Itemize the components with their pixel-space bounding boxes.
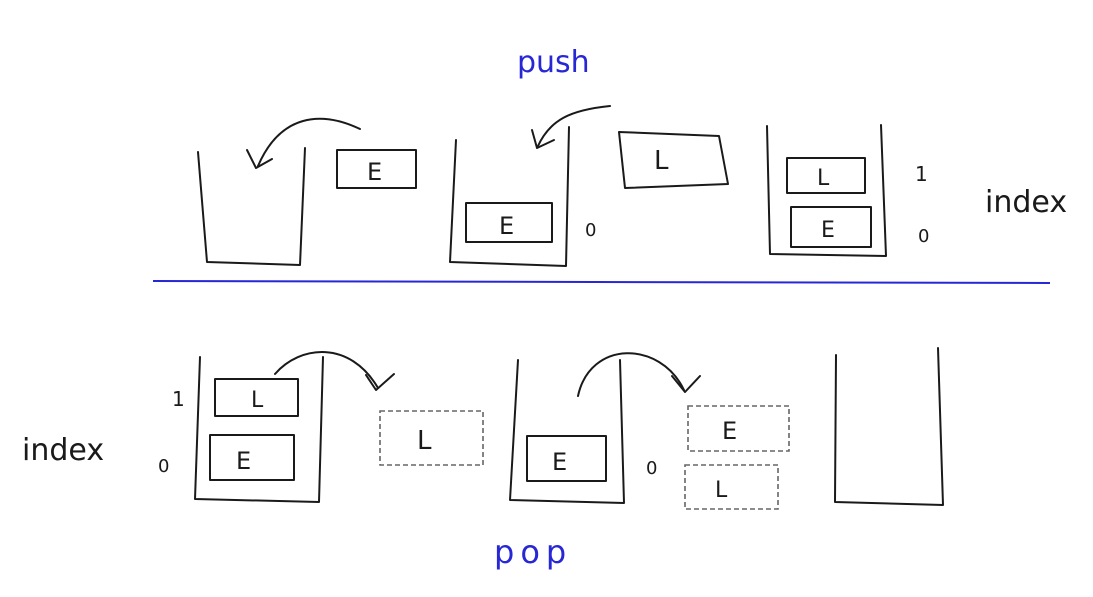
- push-incoming-element-e-label: E: [367, 158, 382, 186]
- pop-stack-2-index-0: 0: [646, 458, 657, 479]
- push-stack-2-element-e-label: E: [499, 212, 514, 240]
- push-stack-3: [766, 124, 887, 257]
- pop-stack-1: [194, 356, 324, 503]
- pop-stack-2-element-e: [526, 435, 607, 482]
- push-stack-2: [449, 126, 570, 267]
- push-title: push: [517, 45, 590, 80]
- pop-arrow-1-head: [365, 373, 395, 391]
- pop-stack-2-element-e-label: E: [552, 448, 567, 476]
- pop-removed-element-l: [379, 410, 484, 466]
- push-index-label: index: [985, 185, 1067, 220]
- pop-stack-2: [509, 359, 625, 504]
- push-stack-3-element-l-label: L: [817, 166, 830, 191]
- push-incoming-element-e: [336, 149, 417, 189]
- pop-stack-1-element-e: [209, 434, 295, 481]
- pop-title: pop: [494, 533, 572, 571]
- pop-stack-1-index-1: 1: [172, 387, 185, 411]
- push-arrow-2-head: [531, 129, 555, 149]
- push-stack-2-element-e: [465, 202, 553, 243]
- push-stack-2-index-0: 0: [585, 220, 596, 241]
- pop-stack-1-element-l: [214, 378, 299, 417]
- push-stack-1: [197, 147, 306, 266]
- push-arrow-1-head: [246, 149, 273, 169]
- pop-removed-element-e-label: E: [722, 417, 737, 445]
- pop-removed-element-e: [687, 405, 790, 452]
- push-arrow-2: [537, 105, 611, 147]
- pop-stack-3: [834, 347, 944, 506]
- push-stack-3-element-e: [790, 206, 872, 248]
- pop-stack-1-element-e-label: E: [236, 447, 251, 475]
- push-incoming-element-l: [618, 131, 729, 189]
- pop-index-label: index: [22, 433, 104, 468]
- push-stack-3-index-1: 1: [915, 162, 928, 186]
- push-stack-3-element-e-label: E: [821, 218, 835, 243]
- push-incoming-element-l-label: L: [654, 146, 669, 176]
- pop-arrow-2-head: [671, 375, 701, 393]
- push-arrow-1: [257, 117, 361, 167]
- pop-removed-element-l-2: [684, 464, 779, 510]
- push-stack-3-index-0: 0: [918, 226, 929, 247]
- section-divider: [152, 280, 1051, 284]
- pop-stack-1-element-l-label: L: [251, 388, 264, 413]
- pop-arrow-2: [577, 352, 685, 397]
- pop-removed-element-l-label: L: [417, 426, 432, 456]
- push-stack-3-element-l: [786, 157, 866, 194]
- pop-removed-element-l-2-label: L: [715, 478, 728, 503]
- pop-arrow-1: [274, 351, 379, 389]
- pop-stack-1-index-0: 0: [158, 456, 169, 477]
